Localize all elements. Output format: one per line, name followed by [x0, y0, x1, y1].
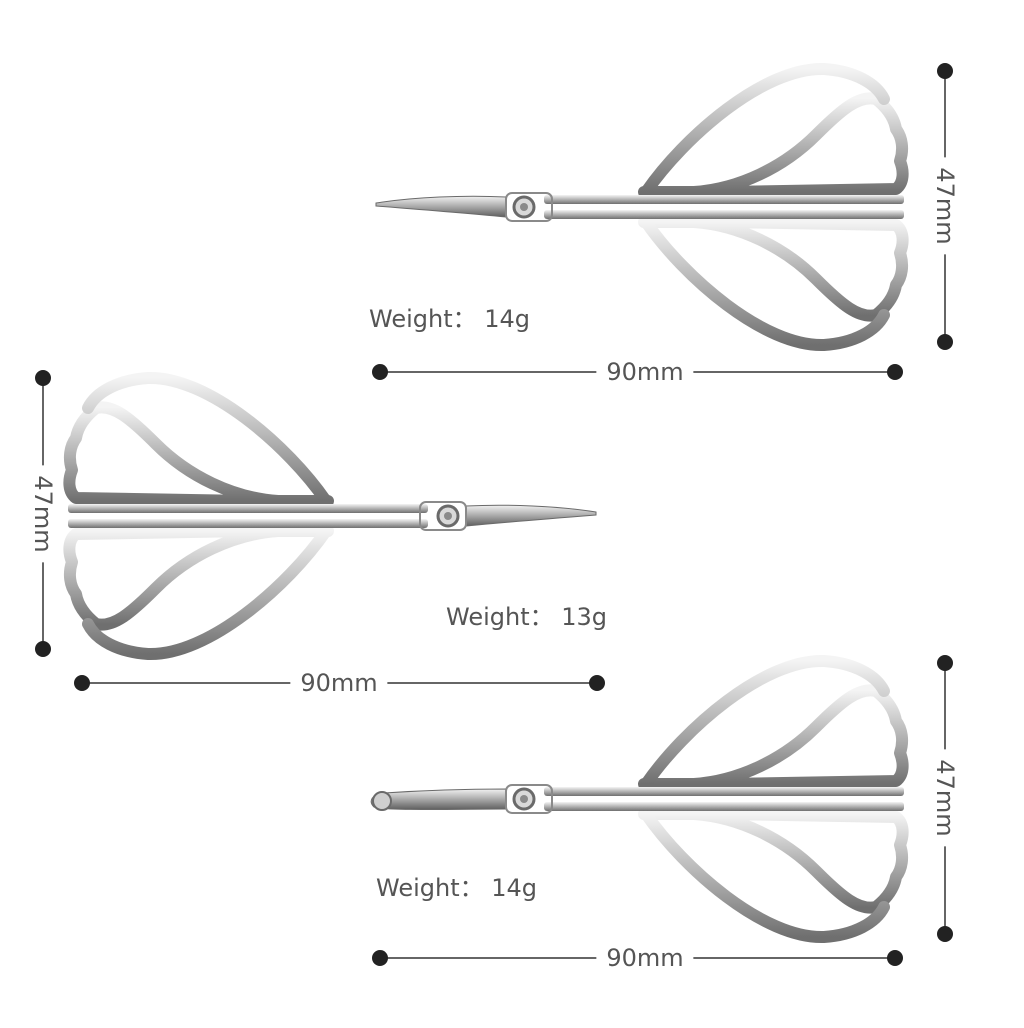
width-label-2: 90mm	[290, 671, 388, 695]
height-label-1: 47mm	[931, 157, 959, 255]
handles-2	[68, 378, 466, 654]
blade-pointed-1	[375, 195, 507, 218]
blade-round-3	[370, 788, 507, 811]
height-end-dot	[937, 655, 953, 671]
width-end-dot	[589, 675, 605, 691]
handles-3	[506, 661, 904, 937]
width-end-dot	[372, 364, 388, 380]
height-label-3: 47mm	[931, 749, 959, 847]
scissors-1	[375, 69, 904, 345]
height-end-dot	[937, 334, 953, 350]
blade-pointed-2	[465, 504, 597, 527]
weight-label-1: Weight： 14g	[369, 305, 531, 333]
width-label-3: 90mm	[596, 946, 694, 970]
height-label-2: 47mm	[29, 465, 57, 563]
width-end-dot	[887, 950, 903, 966]
width-end-dot	[74, 675, 90, 691]
width-label-1: 90mm	[596, 360, 694, 384]
width-end-dot	[372, 950, 388, 966]
height-end-dot	[35, 641, 51, 657]
width-end-dot	[887, 364, 903, 380]
height-end-dot	[937, 926, 953, 942]
height-end-dot	[35, 370, 51, 386]
handles-1	[506, 69, 904, 345]
weight-label-2: Weight： 13g	[446, 603, 608, 631]
height-end-dot	[937, 63, 953, 79]
weight-label-3: Weight： 14g	[376, 874, 538, 902]
